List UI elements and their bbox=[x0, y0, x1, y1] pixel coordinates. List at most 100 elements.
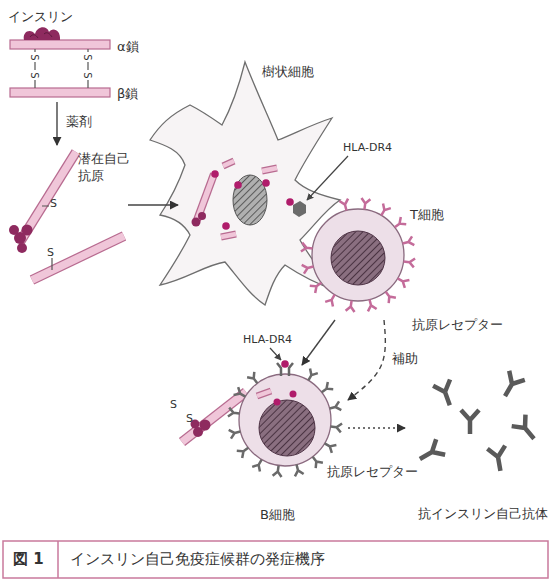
caption-frame bbox=[57, 541, 59, 578]
part-label: 抗原レセプター bbox=[412, 316, 503, 333]
b-cell: B細胞 bbox=[228, 365, 348, 525]
antibody-symbols bbox=[415, 439, 445, 467]
reduced-insulin bbox=[9, 152, 124, 280]
antigen-receptor bbox=[403, 236, 415, 245]
antigen-receptor bbox=[301, 243, 313, 252]
antigen-receptor bbox=[361, 198, 370, 210]
antigen-receptor bbox=[368, 300, 377, 312]
antigen-receptor bbox=[381, 204, 390, 216]
antibody-symbols bbox=[415, 371, 541, 473]
connector-arrow bbox=[348, 427, 405, 428]
reduced-insulin bbox=[9, 225, 19, 235]
reduced-insulin bbox=[17, 243, 27, 253]
cell-outline bbox=[239, 374, 331, 466]
insulin-molecule bbox=[30, 33, 52, 38]
reduced-insulin bbox=[42, 206, 52, 270]
connector-arrow bbox=[302, 320, 335, 365]
antibody-group: 抗インスリン自己抗体 bbox=[405, 365, 548, 530]
latent-antigen-node: 潜在自己 抗原 bbox=[5, 145, 128, 285]
reduced-insulin bbox=[20, 152, 76, 242]
t-cell: T細胞 bbox=[300, 195, 450, 320]
antibody-symbols bbox=[512, 415, 541, 445]
antibody-symbols bbox=[461, 410, 479, 434]
antigen-receptor bbox=[331, 423, 343, 432]
part-label: S bbox=[186, 412, 193, 426]
reduced-insulin bbox=[20, 152, 76, 242]
antibody-symbols bbox=[433, 380, 458, 409]
caption-frame bbox=[3, 541, 548, 578]
antigen-receptor bbox=[395, 217, 406, 227]
antibody-symbols bbox=[461, 410, 479, 434]
antigen-receptor bbox=[234, 387, 246, 396]
node-outline bbox=[150, 62, 340, 305]
hla-molecule bbox=[281, 360, 289, 368]
part-label: S bbox=[81, 54, 94, 60]
antigen-receptor bbox=[330, 401, 342, 410]
part-label: S bbox=[50, 197, 57, 211]
antibody-symbols bbox=[433, 380, 458, 409]
bound-insulin bbox=[182, 392, 246, 442]
antigen-receptor bbox=[247, 372, 257, 383]
antigen-receptor bbox=[295, 465, 304, 477]
part-label: S bbox=[47, 246, 54, 260]
cell-nucleus bbox=[233, 175, 267, 225]
insulin-molecule bbox=[10, 40, 110, 49]
node-outline bbox=[228, 365, 348, 525]
node-label: 抗インスリン自己抗体 bbox=[418, 505, 548, 522]
insulin-molecule bbox=[10, 27, 110, 97]
insulin-molecule bbox=[35, 49, 88, 88]
cell-nucleus bbox=[331, 231, 385, 285]
antigen-receptor bbox=[398, 278, 410, 287]
antigen-receptor bbox=[322, 382, 333, 392]
antibody-symbols bbox=[487, 446, 509, 473]
antigen-receptor bbox=[308, 369, 317, 381]
reduced-insulin bbox=[22, 225, 33, 236]
part-label: 抗原レセプター bbox=[327, 463, 418, 480]
caption-frame bbox=[3, 541, 548, 578]
connector-arrow bbox=[348, 320, 385, 400]
antigen-receptor bbox=[386, 292, 396, 303]
figure-caption: インスリン自己免疫症候群の発症機序 bbox=[70, 550, 325, 569]
antibody-symbols bbox=[487, 446, 509, 473]
reduced-insulin bbox=[32, 236, 124, 280]
antibody-symbols bbox=[512, 415, 541, 445]
bound-insulin bbox=[182, 392, 246, 442]
part-label: S bbox=[28, 54, 41, 60]
node-label: 潜在自己 抗原 bbox=[78, 150, 138, 184]
antigen-receptor bbox=[237, 448, 248, 458]
node-label: インスリン bbox=[8, 8, 73, 25]
bound-insulin bbox=[200, 420, 211, 431]
antigen-receptor bbox=[273, 466, 282, 478]
part-label: S bbox=[170, 398, 177, 412]
bound-insulin bbox=[182, 392, 246, 442]
figure-number: 図 1 bbox=[13, 550, 44, 568]
cell-outline bbox=[150, 62, 340, 305]
antigen-receptor bbox=[325, 443, 337, 452]
part-label: S bbox=[81, 72, 94, 78]
antigen-receptor bbox=[346, 301, 355, 313]
leader-line bbox=[270, 348, 281, 360]
antibody-symbols bbox=[497, 371, 525, 401]
antigen-receptor bbox=[310, 283, 321, 293]
part-label: HLA-DR4 bbox=[243, 333, 292, 347]
part-label: α鎖 bbox=[117, 38, 139, 55]
edge-label: 補助 bbox=[392, 350, 418, 367]
reduced-insulin bbox=[32, 236, 124, 280]
antigen-receptor bbox=[229, 430, 241, 439]
antigen-receptor bbox=[404, 258, 416, 267]
node-label: B細胞 bbox=[260, 506, 295, 523]
node-label: T細胞 bbox=[410, 206, 444, 223]
edge-label: 薬剤 bbox=[66, 113, 92, 130]
antigen-receptor bbox=[339, 199, 348, 211]
antigen-receptor bbox=[228, 408, 240, 417]
antibody-symbols bbox=[415, 439, 445, 467]
insulin-molecule bbox=[24, 27, 60, 40]
antibody-symbols bbox=[497, 371, 525, 401]
connector-arrow bbox=[56, 102, 57, 145]
antigen-receptor bbox=[313, 457, 323, 468]
part-label: β鎖 bbox=[117, 85, 138, 102]
node-outline bbox=[228, 369, 342, 477]
antigen-receptor bbox=[302, 265, 314, 274]
